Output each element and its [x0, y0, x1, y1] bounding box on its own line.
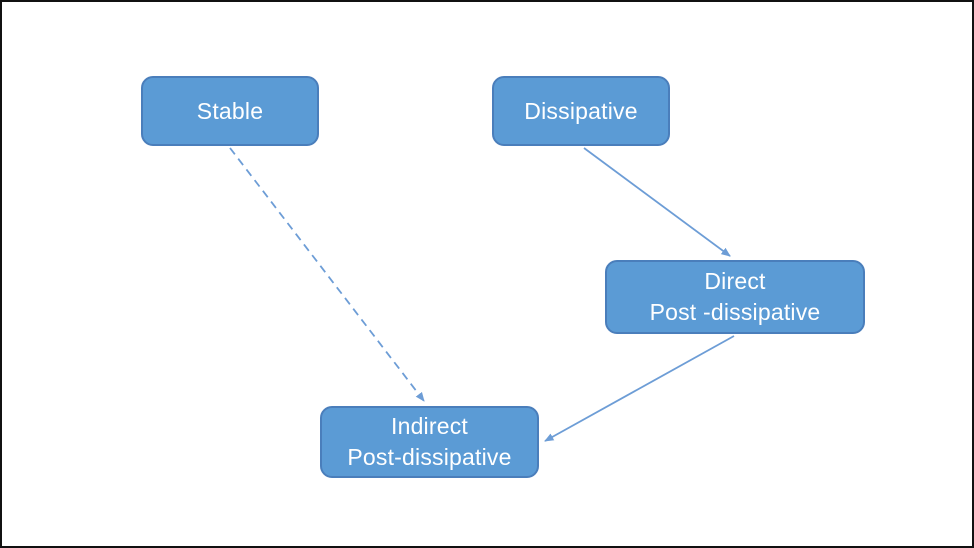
node-indirect-label-line1: Indirect — [390, 413, 469, 439]
node-stable-label: Stable — [196, 97, 264, 124]
node-direct-post-dissipative: Direct Post -dissipative — [605, 260, 865, 334]
node-indirect-post-dissipative: Indirect Post-dissipative — [320, 406, 539, 478]
node-direct-label-line2: Post -dissipative — [649, 299, 821, 325]
node-dissipative-label: Dissipative — [524, 97, 638, 124]
edge-direct-to-indirect — [544, 335, 735, 442]
node-direct-label-line1: Direct — [704, 268, 766, 294]
node-stable: Stable — [141, 76, 319, 146]
edge-dissipative-to-direct — [583, 147, 731, 257]
node-indirect-label-line2: Post-dissipative — [347, 444, 512, 470]
node-dissipative: Dissipative — [492, 76, 670, 146]
edge-stable-to-indirect-dashed — [229, 147, 425, 402]
